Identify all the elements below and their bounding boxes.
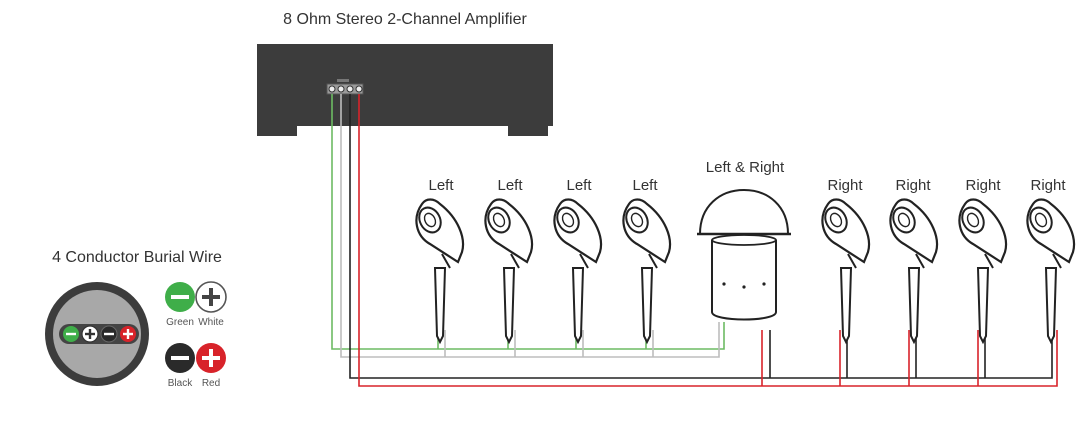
legend-red-label: Red — [202, 378, 220, 389]
mushroom-speaker — [697, 188, 791, 321]
speaker-label-right-1: Right — [827, 177, 863, 194]
black-wire-drops — [769, 330, 986, 378]
red-wire-drops — [761, 330, 979, 386]
speaker-label-left-3: Left — [566, 177, 592, 194]
speaker-label-right-2: Right — [895, 177, 931, 194]
spike-speaker-right-2 — [887, 198, 939, 344]
spike-speaker-right-1 — [819, 198, 871, 344]
speaker-label-left-1: Left — [428, 177, 454, 194]
spike-speaker-right-4 — [1024, 198, 1076, 344]
speaker-label-center: Left & Right — [706, 159, 785, 176]
green-wire-drops — [437, 330, 647, 349]
speaker-label-left-4: Left — [632, 177, 658, 194]
spike-speaker-left-2 — [482, 198, 534, 344]
legend-white-label: White — [198, 317, 224, 328]
white-wire-drops — [444, 330, 654, 357]
amplifier — [257, 44, 553, 136]
spike-speaker-right-3 — [956, 198, 1008, 344]
amplifier-title: 8 Ohm Stereo 2-Channel Amplifier — [283, 11, 527, 28]
legend-black-label: Black — [168, 378, 193, 389]
legend-green-white: Green White — [165, 281, 227, 328]
white-wire — [340, 94, 720, 358]
red-wire — [358, 94, 1058, 387]
wire-cross-section — [45, 282, 149, 386]
speaker-label-right-3: Right — [965, 177, 1001, 194]
spike-speaker-left-1 — [413, 198, 465, 344]
right-speakers: Right Right Right Right — [819, 177, 1076, 344]
amplifier-terminals — [326, 79, 364, 95]
black-wire — [349, 94, 1053, 379]
spike-speaker-left-3 — [551, 198, 603, 344]
green-wire — [331, 94, 725, 350]
speaker-label-right-4: Right — [1030, 177, 1066, 194]
wire-legend-title: 4 Conductor Burial Wire — [52, 249, 222, 266]
left-speakers: Left Left Left Left — [413, 177, 672, 344]
legend-black-red: Black Red — [165, 343, 226, 389]
legend-green-label: Green — [166, 317, 194, 328]
speaker-label-left-2: Left — [497, 177, 523, 194]
spike-speaker-left-4 — [620, 198, 672, 344]
